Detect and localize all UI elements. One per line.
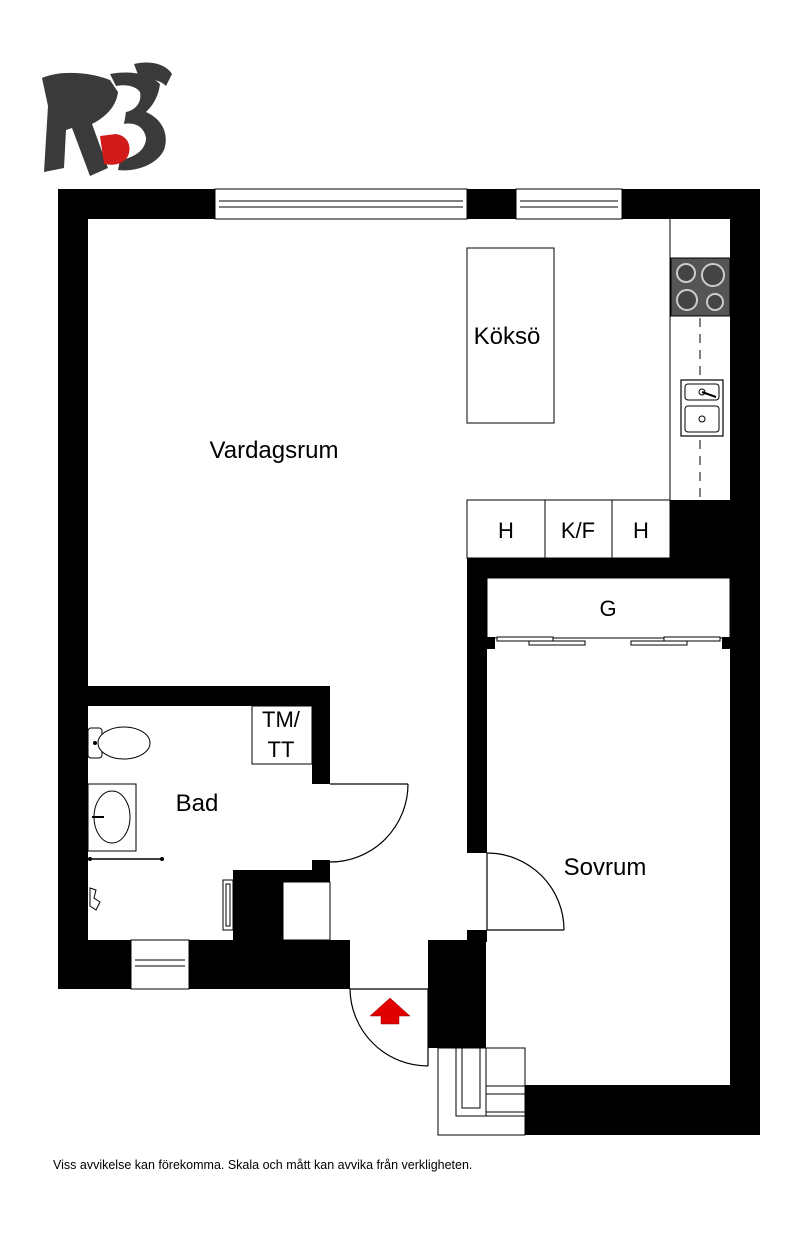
room-label-sovrum: Sovrum <box>564 854 647 881</box>
room-label-bad: Bad <box>176 790 219 817</box>
hall-closet <box>282 881 331 941</box>
outside-steps <box>437 1047 526 1136</box>
room-label-koksö: Köksö <box>474 323 541 350</box>
radiator <box>222 879 234 931</box>
wardrobe <box>486 577 731 649</box>
cabinet-label-3: H <box>633 518 649 543</box>
label-garderob: G <box>599 596 616 621</box>
toilet <box>87 726 151 760</box>
company-logo <box>42 62 172 176</box>
cabinet-label-1: H <box>498 518 514 543</box>
disclaimer-text: Viss avvikelse kan förekomma. Skala och … <box>53 1158 473 1172</box>
laundry-box <box>251 705 313 765</box>
kitchen-island <box>466 247 555 424</box>
label-tm: TM/ <box>262 707 301 732</box>
kitchen-counter <box>669 219 731 500</box>
shower-rail <box>88 857 164 911</box>
room-label-vardagsrum: Vardagsrum <box>210 437 339 464</box>
label-tt: TT <box>268 737 295 762</box>
cabinet-label-2: K/F <box>561 518 595 543</box>
kitchen-cabinets <box>466 499 671 559</box>
washbasin <box>87 783 137 852</box>
entrance-arrow-icon <box>369 997 411 1025</box>
walls <box>58 189 760 1135</box>
doors <box>329 783 565 1067</box>
windows <box>130 188 623 990</box>
